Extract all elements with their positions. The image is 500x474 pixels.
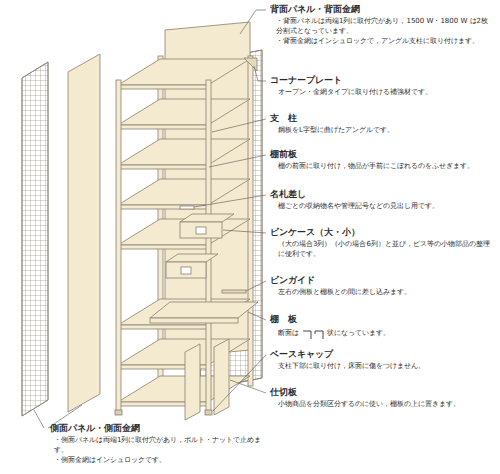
callout-heading: 棚 板 xyxy=(270,314,495,326)
callout-heading: 名札差し xyxy=(270,189,495,201)
bin-case xyxy=(166,254,218,262)
shelf-front xyxy=(118,85,208,89)
callout-heading: 背面パネル・背面金網 xyxy=(270,4,495,16)
callout-note: 左右の側板と棚板との間に差し込みます。 xyxy=(278,288,495,298)
shelf-board-front xyxy=(150,318,238,323)
callout-heading: ビンケース（大・小） xyxy=(270,227,495,239)
partition xyxy=(185,344,200,420)
shelf xyxy=(118,219,250,245)
callout-note: 断面は xyxy=(278,329,302,339)
base-cap xyxy=(115,410,122,415)
bin-guide xyxy=(222,290,246,293)
shelf-front xyxy=(118,245,208,249)
leader-line xyxy=(246,281,266,291)
side-mesh xyxy=(22,62,48,416)
callout-heading: 側面パネル・側面金網 xyxy=(50,423,275,435)
callout-note: 鋼板をL字型に曲げたアングルです。 xyxy=(278,126,495,136)
callout-note: 棚ごとの収納物名や管理記号などの見出し用です。 xyxy=(278,202,495,212)
shelf-front xyxy=(118,165,208,169)
callout-heading: 棚前板 xyxy=(270,149,495,161)
bin-case-hole xyxy=(196,227,206,234)
callout-heading: ベースキャップ xyxy=(270,349,495,361)
callout-note: 棚の前面に取り付け，物品が手前にこぼれるのをふせぎます。 xyxy=(278,162,495,172)
section-icon xyxy=(303,331,311,339)
bin-case xyxy=(180,222,222,238)
callout-note: 小物商品を分類区分するのに使い，棚板の上に置きます。 xyxy=(278,400,495,410)
section-icon xyxy=(315,331,323,339)
shelf xyxy=(118,59,250,85)
callout-note: ・側面パネルは両端1列に取付穴があり，ボルト・ナットで止めます。 xyxy=(54,436,275,456)
shelf xyxy=(118,139,250,165)
leader-line xyxy=(213,355,266,411)
leader-line xyxy=(34,410,44,428)
callout-note: 支柱下部に取り付け，床面に傷をつけません。 xyxy=(278,362,495,372)
callout-note: ・側面金網はインシュロックです。 xyxy=(54,456,275,466)
leader-line xyxy=(230,380,266,393)
bin-case-hole xyxy=(181,267,191,274)
callout-heading: 支 柱 xyxy=(270,113,495,125)
callout-note: 状になっています。 xyxy=(327,329,495,339)
leader-line xyxy=(209,155,266,167)
shelf-front xyxy=(118,125,208,129)
partition xyxy=(214,339,229,415)
bin-case xyxy=(166,262,206,278)
leader-line xyxy=(248,312,266,320)
callout-heading: 仕切板 xyxy=(270,387,495,399)
side-mesh-frame xyxy=(22,62,48,416)
shelf-front xyxy=(118,325,208,329)
callout-heading: コーナープレート xyxy=(270,75,495,87)
shelf-board xyxy=(150,302,258,318)
leader-line xyxy=(212,119,266,132)
callout-note: （大の場合3列）（小の場合6列）と並び，ビス等の小物部品の整理に便利です。 xyxy=(278,240,495,260)
leader-line xyxy=(240,10,266,34)
shelf xyxy=(118,339,250,365)
callout-heading: ビンガイド xyxy=(270,275,495,287)
upright xyxy=(206,80,211,412)
leader-line xyxy=(194,195,266,207)
side-panel xyxy=(68,54,100,412)
bin-case xyxy=(180,214,234,222)
callout-note: ・背面パネルは両端1列に取付穴があり，1500 W・1800 W は2枚分割式と… xyxy=(276,17,495,37)
upright xyxy=(116,80,121,412)
name-holder xyxy=(180,206,194,209)
leader-line xyxy=(223,230,266,233)
shelf xyxy=(118,99,250,125)
leader-line xyxy=(254,66,266,81)
base-cap xyxy=(205,410,212,415)
callout-note: ・背面金網はインシュロックで，アングル支柱に取り付けます。 xyxy=(276,37,495,47)
upright xyxy=(248,56,253,386)
callout-note: オープン・金網タイプに取り付ける補強材です。 xyxy=(278,88,495,98)
